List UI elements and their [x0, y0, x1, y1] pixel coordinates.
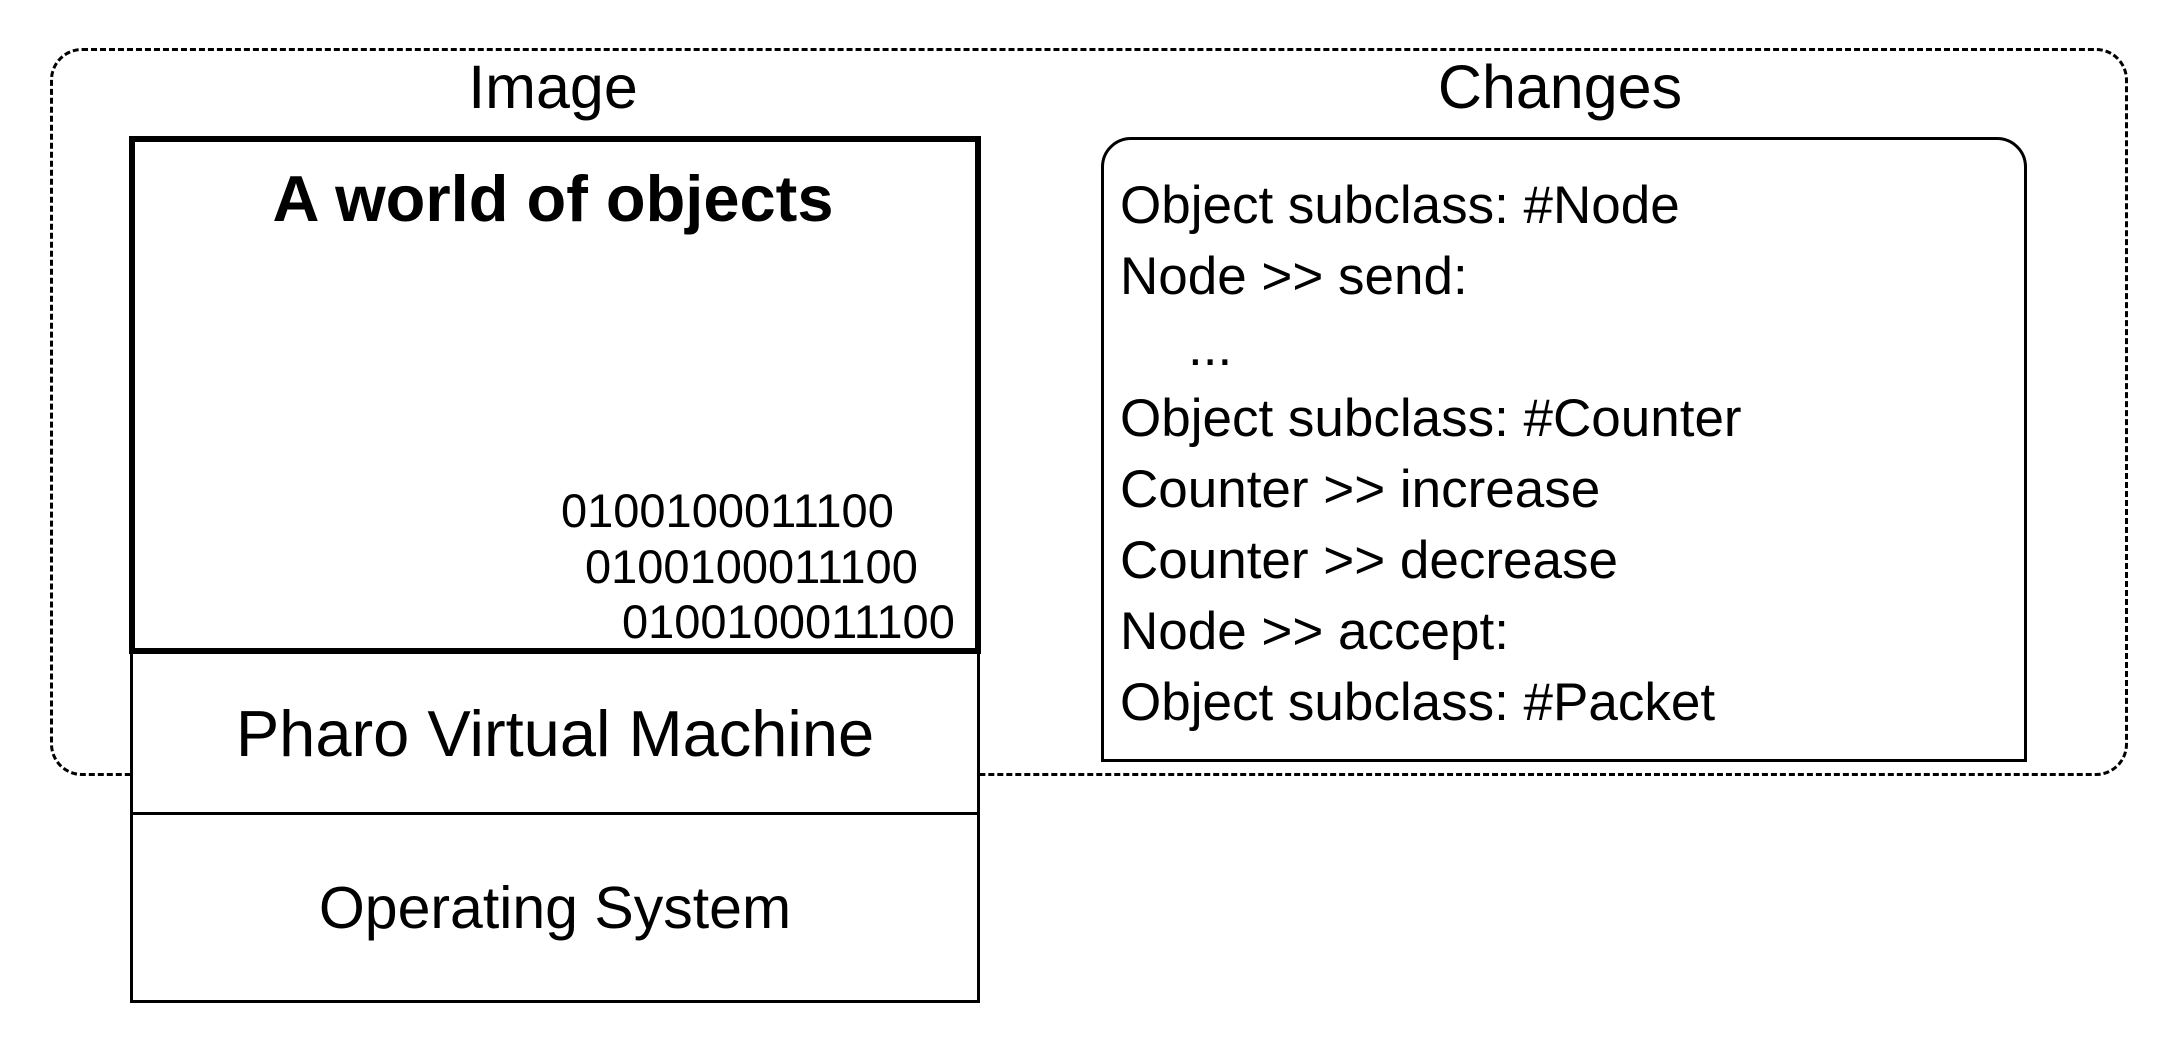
- operating-system-layer: Operating System: [130, 812, 980, 1003]
- image-boundary: [50, 48, 2128, 776]
- changes-line: Object subclass: #Node: [1120, 176, 1680, 235]
- binary-text: 0100100011100: [622, 595, 955, 648]
- operating-system-label: Operating System: [318, 874, 792, 941]
- changes-line: Object subclass: #Counter: [1120, 389, 1742, 448]
- changes-line: Counter >> decrease: [1120, 531, 1618, 590]
- changes-line: Object subclass: #Packet: [1120, 673, 1716, 732]
- binary-text: 0100100011100: [561, 484, 894, 537]
- changes-line: Counter >> increase: [1120, 460, 1601, 519]
- virtual-machine-layer: Pharo Virtual Machine: [130, 651, 980, 815]
- changes-list: Object subclass: #Node Node >> send: ...…: [1120, 170, 1742, 738]
- changes-ellipsis: ...: [1188, 318, 1233, 377]
- image-section-title: Image: [468, 53, 638, 121]
- world-of-objects-title: A world of objects: [272, 162, 834, 235]
- virtual-machine-label: Pharo Virtual Machine: [235, 696, 875, 770]
- changes-line: Node >> accept:: [1120, 602, 1509, 661]
- changes-box: [1101, 137, 2027, 762]
- changes-line: Node >> send:: [1120, 247, 1468, 306]
- changes-section-title: Changes: [1437, 53, 1683, 121]
- binary-text: 0100100011100: [585, 540, 918, 593]
